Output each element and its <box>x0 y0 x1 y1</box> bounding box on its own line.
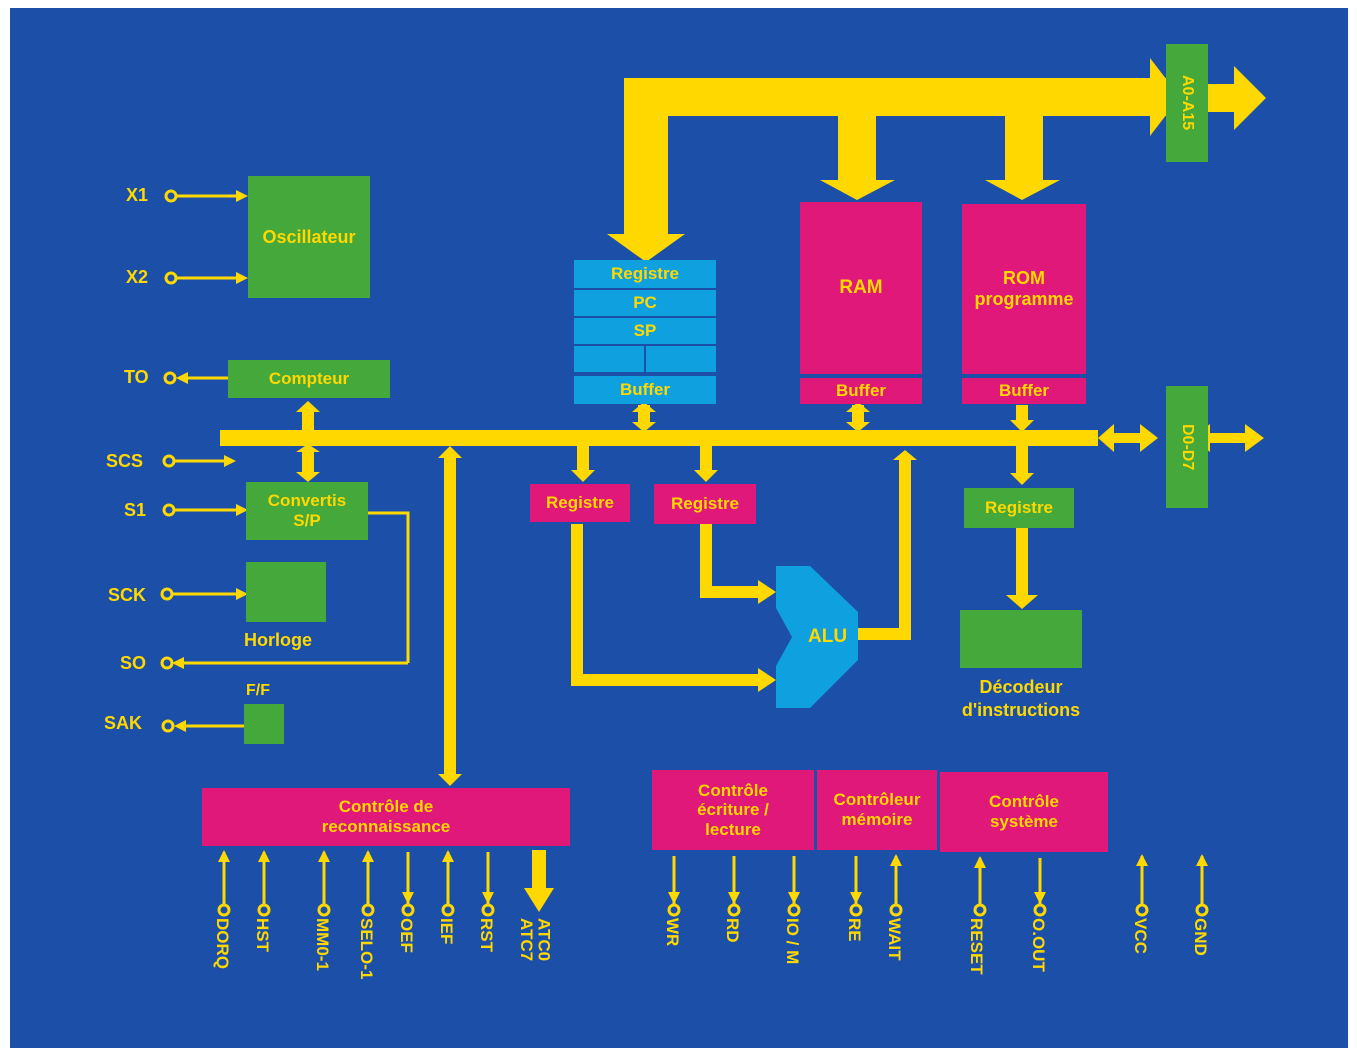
bottom-pin-terminal <box>889 903 903 917</box>
bottom-pin-terminal <box>257 903 271 917</box>
pin-atc: ATC0 ATC7 <box>516 918 554 962</box>
controle-reconnaissance-block: Contrôle de reconnaissance <box>202 788 570 846</box>
bottom-pin-terminal <box>217 903 231 917</box>
bottom-pin-terminal <box>667 903 681 917</box>
bottom-pin-terminal <box>1195 903 1209 917</box>
pin-selo: SELO-1 <box>356 918 376 980</box>
rom-buffer: Buffer <box>962 378 1086 404</box>
bottom-pin-arrow <box>850 892 862 904</box>
bottom-pin-arrow <box>482 892 494 904</box>
bus-connectors <box>296 401 1038 786</box>
bottom-pin-arrow <box>402 892 414 904</box>
horloge-label: Horloge <box>244 630 313 650</box>
bottom-pin-terminal <box>361 903 375 917</box>
pin-x1: X1 <box>126 185 149 205</box>
pc-register: PC <box>574 290 716 316</box>
pin-so: SO <box>120 653 147 673</box>
bottom-pin-arrow <box>1196 854 1208 866</box>
registre-c: Registre <box>964 488 1074 528</box>
pin-ief: IEF <box>436 918 456 945</box>
decodeur-label: Décodeur d'instructions <box>961 677 1081 720</box>
horloge-block <box>246 562 326 622</box>
decodeur-block <box>960 610 1082 668</box>
data-bus-label: D0-D7 <box>1166 386 1208 508</box>
sp-register: SP <box>574 318 716 344</box>
pin-rd: RD <box>722 918 742 943</box>
data-bus <box>220 424 1264 452</box>
bottom-pin-arrow <box>1136 854 1148 866</box>
left-pin-arrowheads <box>172 190 248 732</box>
controleur-memoire-block: Contrôleur mémoire <box>817 770 937 850</box>
bottom-pin-arrow <box>362 850 374 862</box>
registre-a: Registre <box>530 484 630 522</box>
bottom-pin-terminal <box>849 903 863 917</box>
bottom-pin-arrow <box>258 850 270 862</box>
register-cell-left <box>574 346 644 372</box>
bottom-pin-terminal <box>1033 903 1047 917</box>
bottom-pin-arrow <box>974 856 986 868</box>
bottom-pin-arrow <box>890 854 902 866</box>
ram-buffer: Buffer <box>800 378 922 404</box>
pin-s1: S1 <box>124 500 147 520</box>
controle-ecriture-block: Contrôle écriture / lecture <box>652 770 814 850</box>
bottom-pin-arrow <box>442 850 454 862</box>
pin-sck: SCK <box>108 585 147 605</box>
diagram-background <box>10 8 1348 1048</box>
pin-vcc: VCC <box>1130 918 1150 954</box>
pin-to: TO <box>124 367 149 387</box>
ff-block <box>244 704 284 744</box>
registre-b: Registre <box>654 484 756 524</box>
pin-wait: WAIT <box>884 918 904 961</box>
bottom-pin-arrow <box>318 850 330 862</box>
pin-hst: HST <box>252 918 272 952</box>
bottom-pin-arrow <box>728 892 740 904</box>
ram-block: RAM <box>800 202 922 374</box>
bottom-pin-arrow <box>668 892 680 904</box>
register-cell-right <box>646 346 716 372</box>
bottom-pin-terminal <box>973 903 987 917</box>
atc-output-arrow <box>524 888 554 912</box>
bottom-pin-wires <box>217 850 1209 917</box>
bottom-pin-arrow <box>218 850 230 862</box>
bottom-pin-arrow <box>1034 892 1046 904</box>
ff-label: F/F <box>246 682 270 699</box>
pin-mmo: MM0-1 <box>312 918 332 971</box>
alu-shape <box>776 566 858 708</box>
pin-sak: SAK <box>104 713 143 733</box>
pin-rst: RST <box>476 918 496 952</box>
pin-oef: OEF <box>396 918 416 953</box>
bottom-pin-terminal <box>441 903 455 917</box>
bottom-pin-terminal <box>401 903 415 917</box>
address-bus <box>607 58 1266 262</box>
rom-block: ROM programme <box>962 204 1086 374</box>
pin-gnd: GND <box>1190 918 1210 956</box>
pin-x2: X2 <box>126 267 149 287</box>
address-bus-label: A0-A15 <box>1166 44 1208 162</box>
bottom-pin-terminal <box>317 903 331 917</box>
register-buffer: Buffer <box>574 376 716 404</box>
pin-scs: SCS <box>106 451 144 471</box>
bottom-pin-terminal <box>787 903 801 917</box>
pin-iom: IO / M <box>782 918 802 965</box>
compteur-block: Compteur <box>228 360 390 398</box>
left-pin-wires <box>160 189 410 733</box>
convertis-block: Convertis S/P <box>246 482 368 540</box>
bottom-pin-terminal <box>727 903 741 917</box>
controle-systeme-block: Contrôle système <box>940 772 1108 852</box>
atc-output-shaft <box>532 850 546 890</box>
pin-re: RE <box>844 918 864 942</box>
alu-label: ALU <box>808 626 848 647</box>
bottom-pin-terminal <box>481 903 495 917</box>
registre-stack-title: Registre <box>574 260 716 288</box>
oscillateur-block: Oscillateur <box>248 176 370 298</box>
pin-reset: RESET <box>966 918 986 975</box>
pin-wr: WR <box>662 918 682 947</box>
bottom-pin-arrow <box>788 892 800 904</box>
bottom-pin-terminal <box>1135 903 1149 917</box>
pin-dorq: DORQ <box>212 918 232 969</box>
pin-oout: O.OUT <box>1028 918 1048 972</box>
